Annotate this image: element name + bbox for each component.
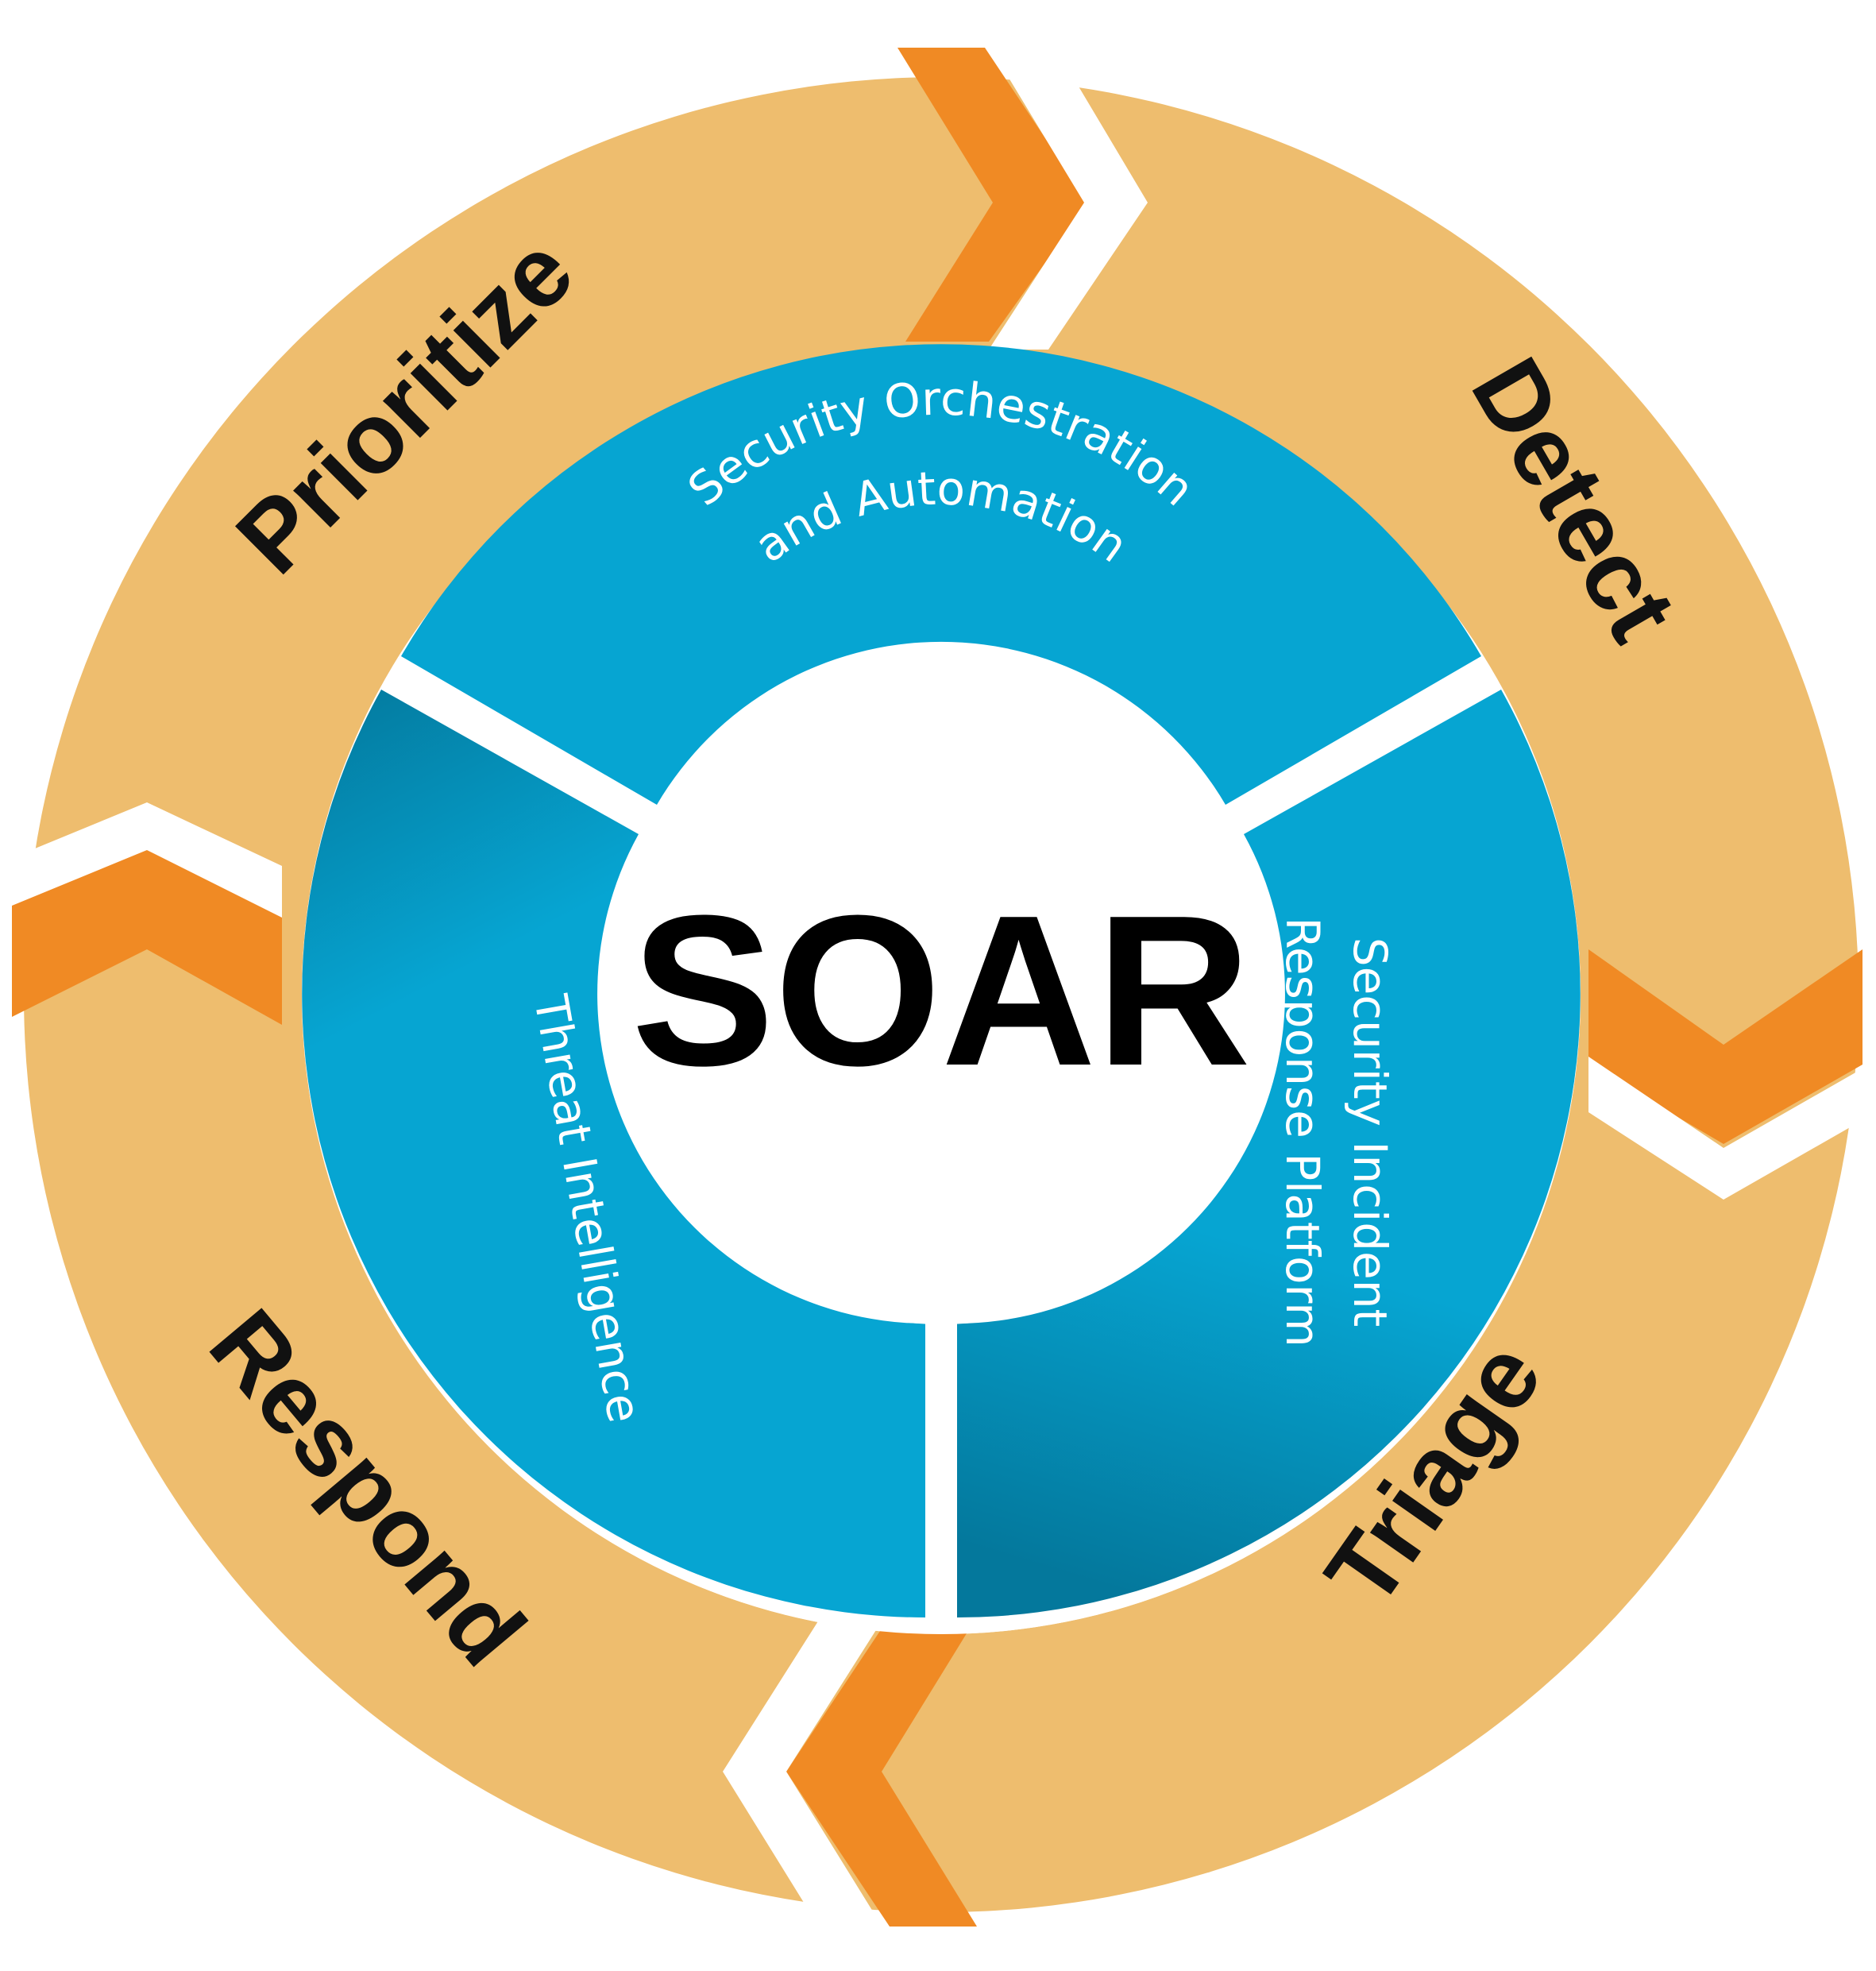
segment-orchestration bbox=[401, 344, 1481, 806]
chevron-left bbox=[12, 850, 282, 1025]
chevron-top-gap bbox=[983, 36, 1148, 350]
chevron-bottom bbox=[786, 1617, 977, 1927]
chevron-bottom-gap bbox=[723, 1609, 890, 1938]
center-circle bbox=[612, 665, 1271, 1324]
segment-label-incident-line1: Security Incident bbox=[1343, 937, 1397, 1327]
chevron-top bbox=[897, 48, 1088, 342]
segment-threat bbox=[302, 690, 925, 1617]
inner-ring bbox=[302, 344, 1581, 1617]
center-title: SOAR bbox=[631, 871, 1251, 1111]
chevron-right bbox=[1588, 949, 1862, 1144]
chevron-left-gap bbox=[12, 802, 282, 918]
chevron-right-gap bbox=[1588, 1057, 1862, 1200]
segment-incident bbox=[957, 690, 1581, 1617]
segment-label-incident-line2: Response Platform bbox=[1276, 917, 1330, 1347]
